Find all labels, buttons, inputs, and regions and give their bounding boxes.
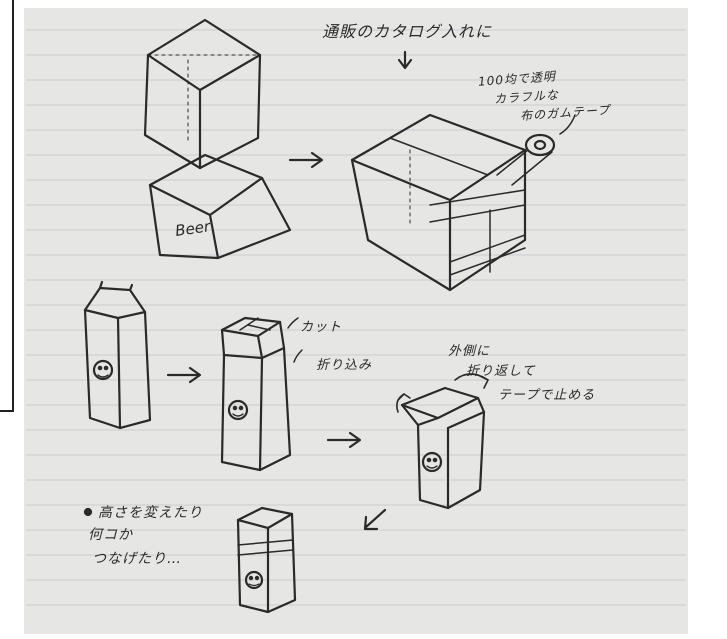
arrow-3 [326, 431, 362, 449]
arrow-2 [166, 366, 202, 384]
note-fold-out-line2: 折り返して [466, 364, 536, 379]
beer-label: Beer [174, 217, 212, 240]
catalog-box [350, 113, 576, 292]
frame-border-line [0, 0, 14, 412]
note-bottom-line1: 高さを変えたり [98, 505, 203, 521]
catalog-arrow [397, 50, 413, 70]
note-bottom-line3: つなげたり… [92, 551, 182, 567]
arrow-4 [363, 508, 387, 531]
note-catalog: 通販のカタログ入れに [322, 22, 493, 41]
note-fold-in: 折り込み [316, 358, 373, 373]
beer-box [148, 153, 292, 260]
note-cut: カット [300, 320, 343, 335]
ruled-lines [26, 29, 686, 606]
top-small-box [143, 18, 262, 170]
note-fold-out-line3: テープで止める [498, 388, 596, 403]
milk-carton-3 [396, 373, 489, 510]
milk-carton-1 [83, 280, 152, 430]
milk-carton-2 [220, 316, 303, 472]
note-bottom-line2: 何コか [88, 527, 133, 543]
bullet-dot [83, 507, 93, 517]
bottom-carton [236, 506, 297, 614]
arrow-1 [288, 151, 324, 169]
note-fold-out-line1: 外側に [448, 344, 491, 359]
